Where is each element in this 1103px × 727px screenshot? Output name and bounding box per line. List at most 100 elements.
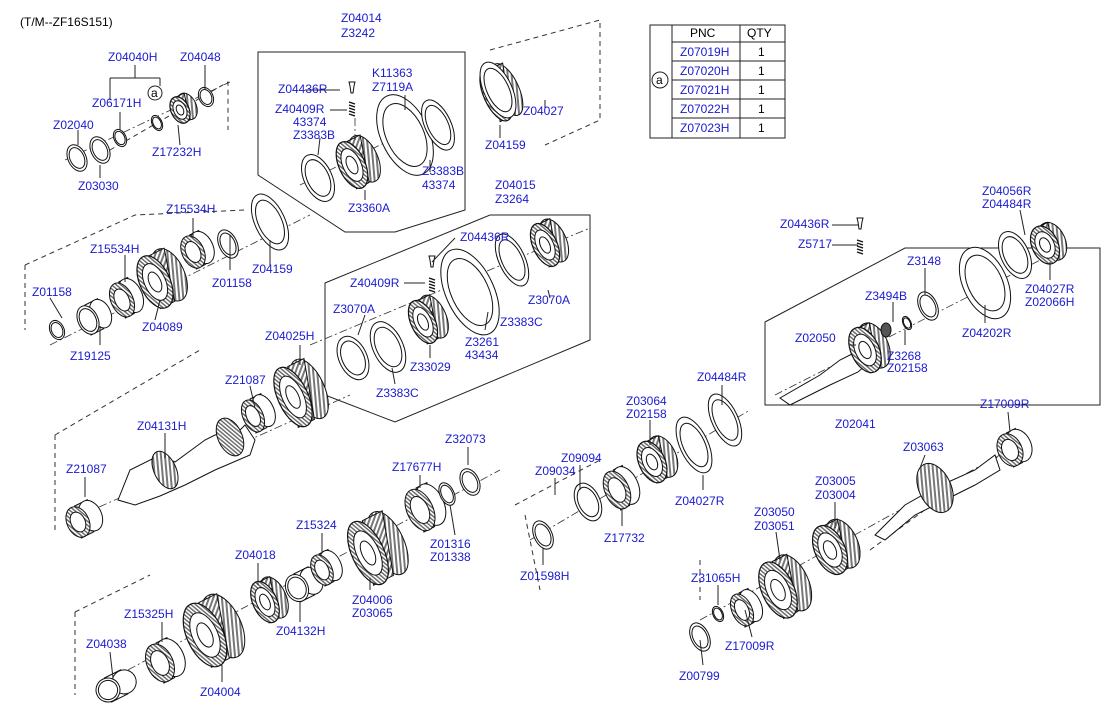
part-label-z04089[interactable]: Z04089 (142, 320, 183, 334)
ring-z04202r-inner (964, 254, 1006, 312)
part-label-z02040[interactable]: Z02040 (53, 118, 94, 132)
part-label-z03065[interactable]: Z03065 (352, 606, 393, 620)
part-label-z02066h[interactable]: Z02066H (1025, 295, 1074, 309)
part-label-z03050[interactable]: Z03050 (754, 505, 795, 519)
part-label-z3383b[interactable]: Z3383B (293, 128, 335, 142)
part-label-z02041[interactable]: Z02041 (835, 417, 876, 431)
part-label-z01338[interactable]: Z01338 (430, 550, 471, 564)
part-label-z3070a[interactable]: Z3070A (528, 293, 570, 307)
part-label-z3383b[interactable]: Z3383B (422, 164, 464, 178)
part-label-z15324[interactable]: Z15324 (296, 518, 337, 532)
part-label-z04202r[interactable]: Z04202R (962, 326, 1012, 340)
part-label-z03051[interactable]: Z03051 (754, 519, 795, 533)
table-row-pnc[interactable]: Z07019H (680, 45, 729, 59)
part-label-z03005[interactable]: Z03005 (815, 474, 856, 488)
part-label-z3148[interactable]: Z3148 (907, 254, 941, 268)
part-label-z09094[interactable]: Z09094 (561, 451, 602, 465)
part-label-z17677h[interactable]: Z17677H (392, 460, 441, 474)
snap-ring-z01158-left-inner (50, 322, 64, 338)
part-label-z3360a[interactable]: Z3360A (348, 201, 390, 215)
part-label-43374[interactable]: 43374 (293, 115, 327, 129)
part-label-z19125[interactable]: Z19125 (70, 349, 111, 363)
part-label-z04132h[interactable]: Z04132H (276, 624, 325, 638)
washer-z09034-inner (576, 486, 600, 518)
detent-pin-z04436r (348, 81, 356, 94)
part-label-z5717[interactable]: Z5717 (798, 237, 832, 251)
part-label-z04038[interactable]: Z04038 (86, 637, 127, 651)
part-label-z09034[interactable]: Z09034 (535, 464, 576, 478)
part-label-z04014[interactable]: Z04014 (341, 11, 382, 25)
part-label-z15534h[interactable]: Z15534H (90, 242, 139, 256)
part-label-z02158[interactable]: Z02158 (626, 407, 667, 421)
part-label-z02050[interactable]: Z02050 (795, 331, 836, 345)
part-label-z04027r[interactable]: Z04027R (1025, 282, 1075, 296)
part-label-z04027[interactable]: Z04027 (523, 104, 564, 118)
part-label-z03063[interactable]: Z03063 (903, 440, 944, 454)
part-label-z04018[interactable]: Z04018 (235, 548, 276, 562)
bearing-z15534h-left-bore (113, 288, 131, 312)
part-label-z3242[interactable]: Z3242 (341, 26, 375, 40)
part-label-z01598h[interactable]: Z01598H (520, 569, 569, 583)
part-label-z01158[interactable]: Z01158 (212, 276, 252, 290)
part-label-z04159[interactable]: Z04159 (485, 138, 526, 152)
part-label-z03004[interactable]: Z03004 (815, 488, 856, 502)
part-label-z04056r[interactable]: Z04056R (982, 184, 1032, 198)
part-label-z06171h[interactable]: Z06171H (92, 96, 141, 110)
part-label-43434[interactable]: 43434 (465, 348, 499, 362)
part-label-z3383c[interactable]: Z3383C (500, 315, 543, 329)
part-label-z04436r[interactable]: Z04436R (460, 230, 510, 244)
spring-z40409r-2-coil (428, 283, 436, 287)
part-label-z04015[interactable]: Z04015 (495, 178, 536, 192)
table-row-pnc[interactable]: Z07023H (680, 121, 729, 135)
part-label-z3268[interactable]: Z3268 (887, 349, 921, 363)
part-label-z00799[interactable]: Z00799 (679, 669, 720, 683)
part-label-z04484r[interactable]: Z04484R (982, 197, 1032, 211)
table-row-pnc[interactable]: Z07020H (680, 64, 729, 78)
part-label-z15325h[interactable]: Z15325H (124, 607, 173, 621)
part-label-z15534h[interactable]: Z15534H (166, 202, 215, 216)
part-label-z21087[interactable]: Z21087 (66, 462, 107, 476)
ring-z3148-inner (919, 294, 937, 318)
part-label-z21087[interactable]: Z21087 (225, 373, 266, 387)
part-label-z03030[interactable]: Z03030 (78, 179, 119, 193)
part-label-z04025h[interactable]: Z04025H (265, 329, 314, 343)
part-label-z7119a[interactable]: Z7119A (372, 80, 413, 94)
part-label-z04048[interactable]: Z04048 (180, 50, 221, 64)
part-label-k11363[interactable]: K11363 (372, 66, 413, 80)
part-label-43374[interactable]: 43374 (422, 178, 456, 192)
callout-a-marker (147, 85, 163, 101)
part-label-z04131h[interactable]: Z04131H (137, 419, 186, 433)
part-label-z3070a[interactable]: Z3070A (333, 302, 375, 316)
part-label-z3383c[interactable]: Z3383C (376, 386, 419, 400)
ring-z3383c-lower-inner (373, 326, 403, 368)
part-label-z04484r[interactable]: Z04484R (697, 370, 747, 384)
part-label-z31065h[interactable]: Z31065H (691, 571, 740, 585)
part-label-z03064[interactable]: Z03064 (626, 394, 667, 408)
part-label-z04004[interactable]: Z04004 (200, 685, 241, 699)
part-label-z02158[interactable]: Z02158 (887, 361, 928, 375)
part-label-z3264[interactable]: Z3264 (495, 192, 529, 206)
part-label-z17232h[interactable]: Z17232H (152, 145, 201, 159)
ring-z3383b-left-inner (304, 159, 332, 197)
part-label-z04040h[interactable]: Z04040H (108, 50, 157, 64)
part-label-z17009r[interactable]: Z17009R (725, 639, 775, 653)
part-label-z04006[interactable]: Z04006 (352, 593, 393, 607)
part-label-z3494b[interactable]: Z3494B (865, 289, 907, 303)
part-label-z04436r[interactable]: Z04436R (780, 217, 830, 231)
table-row-pnc[interactable]: Z07021H (680, 83, 729, 97)
part-label-z01316[interactable]: Z01316 (430, 537, 471, 551)
part-label-z40409r[interactable]: Z40409R (275, 102, 325, 116)
part-label-z04027r[interactable]: Z04027R (675, 494, 725, 508)
part-label-z04159[interactable]: Z04159 (252, 262, 293, 276)
part-label-z32073[interactable]: Z32073 (445, 432, 486, 446)
part-label-z3261[interactable]: Z3261 (465, 335, 499, 349)
part-label-z04436r[interactable]: Z04436R (278, 82, 328, 96)
part-label-z17009r[interactable]: Z17009R (980, 397, 1030, 411)
part-label-z17732[interactable]: Z17732 (604, 531, 645, 545)
part-label-z01158[interactable]: Z01158 (32, 285, 72, 299)
part-label-z40409r[interactable]: Z40409R (350, 276, 400, 290)
ring-z04159-top-inner (483, 67, 513, 113)
part-label-z33029[interactable]: Z33029 (410, 360, 451, 374)
table-row-pnc[interactable]: Z07022H (680, 102, 729, 116)
